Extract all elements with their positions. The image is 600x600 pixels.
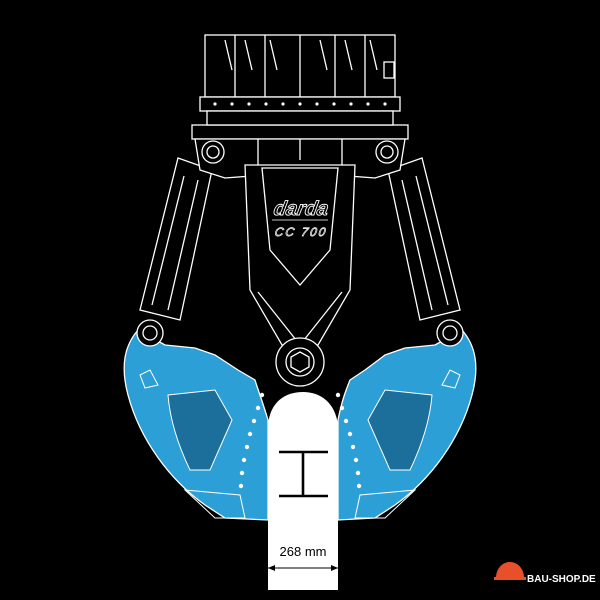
jaw-group <box>123 329 477 521</box>
rotator-unit <box>199 34 401 126</box>
watermark-text: BAU-SHOP.DE <box>527 574 596 585</box>
workpiece <box>268 392 338 590</box>
cylinder-right <box>387 157 464 347</box>
watermark-logo: BAU-SHOP.DE <box>494 562 596 585</box>
brand-name: darda <box>272 198 330 220</box>
i-beam-icon <box>279 450 328 498</box>
main-body <box>191 124 409 387</box>
dimension-indicator <box>261 540 338 578</box>
dimension-label: 268 mm <box>280 544 327 559</box>
hardhat-icon <box>496 562 524 578</box>
model-name: CC 700 <box>274 225 329 239</box>
cylinder-left <box>136 157 213 347</box>
